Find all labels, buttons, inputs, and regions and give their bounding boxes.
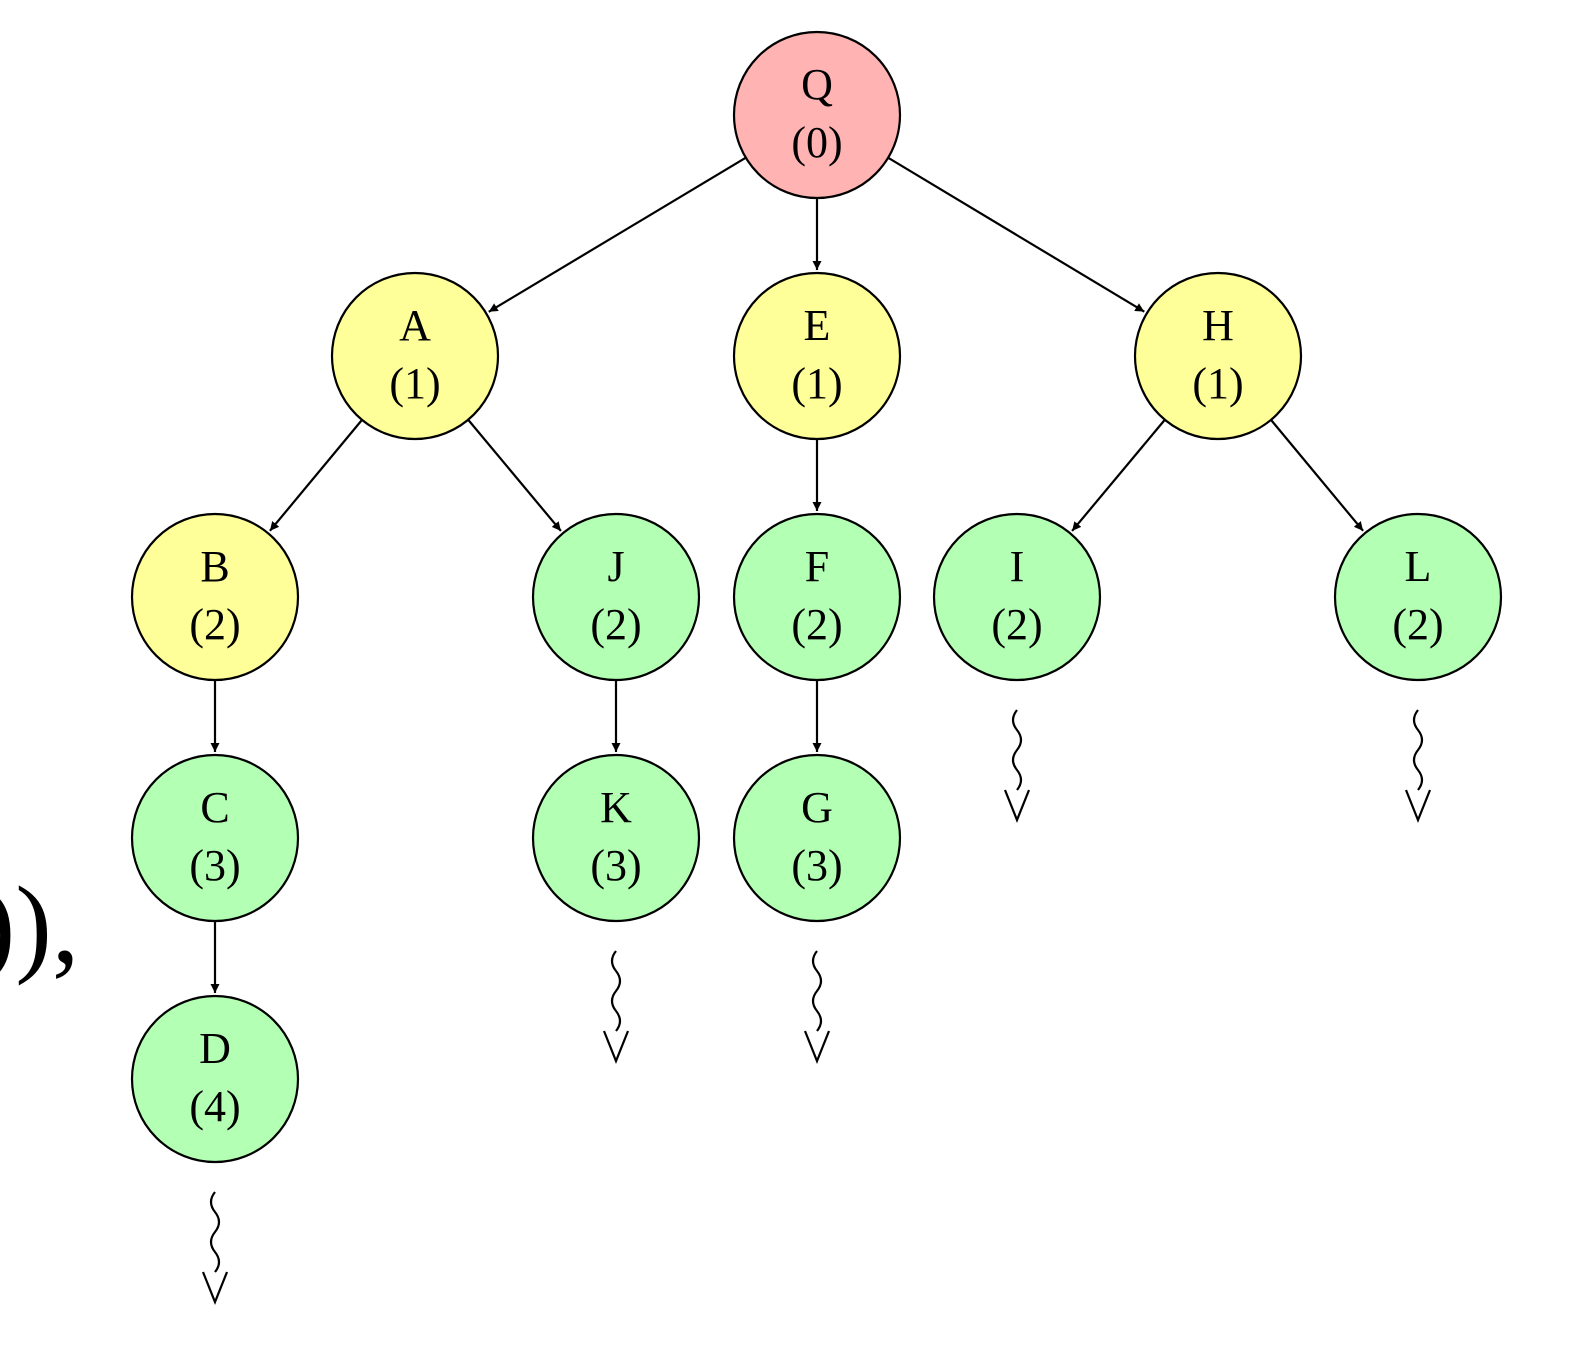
node-letter: E [804,301,831,350]
node-circle [531,753,701,923]
continuation-squiggle-i [1003,709,1031,823]
node-depth: (2) [991,600,1042,649]
edge-a-b [269,419,363,532]
tree-node-e: E (1) [732,271,902,441]
node-letter: A [399,301,431,350]
continuation-squiggle-d [201,1191,229,1305]
node-depth: (2) [590,600,641,649]
node-depth: (1) [791,359,842,408]
node-circle [531,512,701,682]
tree-node-b: B (2) [130,512,300,682]
edge-q-a [488,156,747,313]
node-letter: J [607,542,624,591]
node-circle [1133,271,1303,441]
node-circle [732,753,902,923]
node-letter: C [200,783,229,832]
node-circle [732,30,902,200]
tree-node-i: I (2) [932,512,1102,682]
node-letter: B [200,542,229,591]
node-letter: G [801,783,833,832]
node-letter: H [1202,301,1234,350]
node-circle [1333,512,1503,682]
node-letter: K [600,783,632,832]
tree-node-j: J (2) [531,512,701,682]
node-circle [130,753,300,923]
node-circle [732,271,902,441]
edges-layer [210,156,1364,993]
continuation-squiggle-k [602,950,630,1064]
tree-node-h: H (1) [1133,271,1303,441]
node-depth: (1) [1192,359,1243,408]
node-depth: (4) [189,1082,240,1131]
tree-node-l: L (2) [1333,512,1503,682]
node-circle [130,512,300,682]
tree-node-k: K (3) [531,753,701,923]
tree-node-c: C (3) [130,753,300,923]
node-depth: (1) [389,359,440,408]
node-letter: D [199,1024,231,1073]
node-circle [330,271,500,441]
continuation-squiggle-l [1404,709,1432,823]
tree-node-d: D (4) [130,994,300,1164]
node-letter: F [805,542,829,591]
tree-node-q: Q (0) [732,30,902,200]
node-depth: (3) [791,841,842,890]
continuations-layer [201,709,1432,1305]
tree-node-f: F (2) [732,512,902,682]
node-circle [932,512,1102,682]
node-depth: (2) [1392,600,1443,649]
node-depth: (0) [791,118,842,167]
node-letter: Q [801,60,833,109]
nodes-layer: Q (0) A (1) E (1) H (1) B (2) J (2) F (2) I (2) L (2) C (3)… [130,30,1503,1164]
edge-h-i [1071,419,1166,532]
node-depth: (2) [189,600,240,649]
edge-h-l [1270,419,1364,532]
continuation-squiggle-g [803,950,831,1064]
node-depth: (3) [189,841,240,890]
node-circle [732,512,902,682]
node-depth: (2) [791,600,842,649]
tree-node-g: G (3) [732,753,902,923]
tree-node-a: A (1) [330,271,500,441]
node-depth: (3) [590,841,641,890]
edge-q-h [887,156,1145,313]
node-circle [130,994,300,1164]
node-letter: L [1405,542,1432,591]
equation-fragment: ·)), [0,864,79,986]
edge-a-j [467,419,562,532]
node-letter: I [1010,542,1025,591]
